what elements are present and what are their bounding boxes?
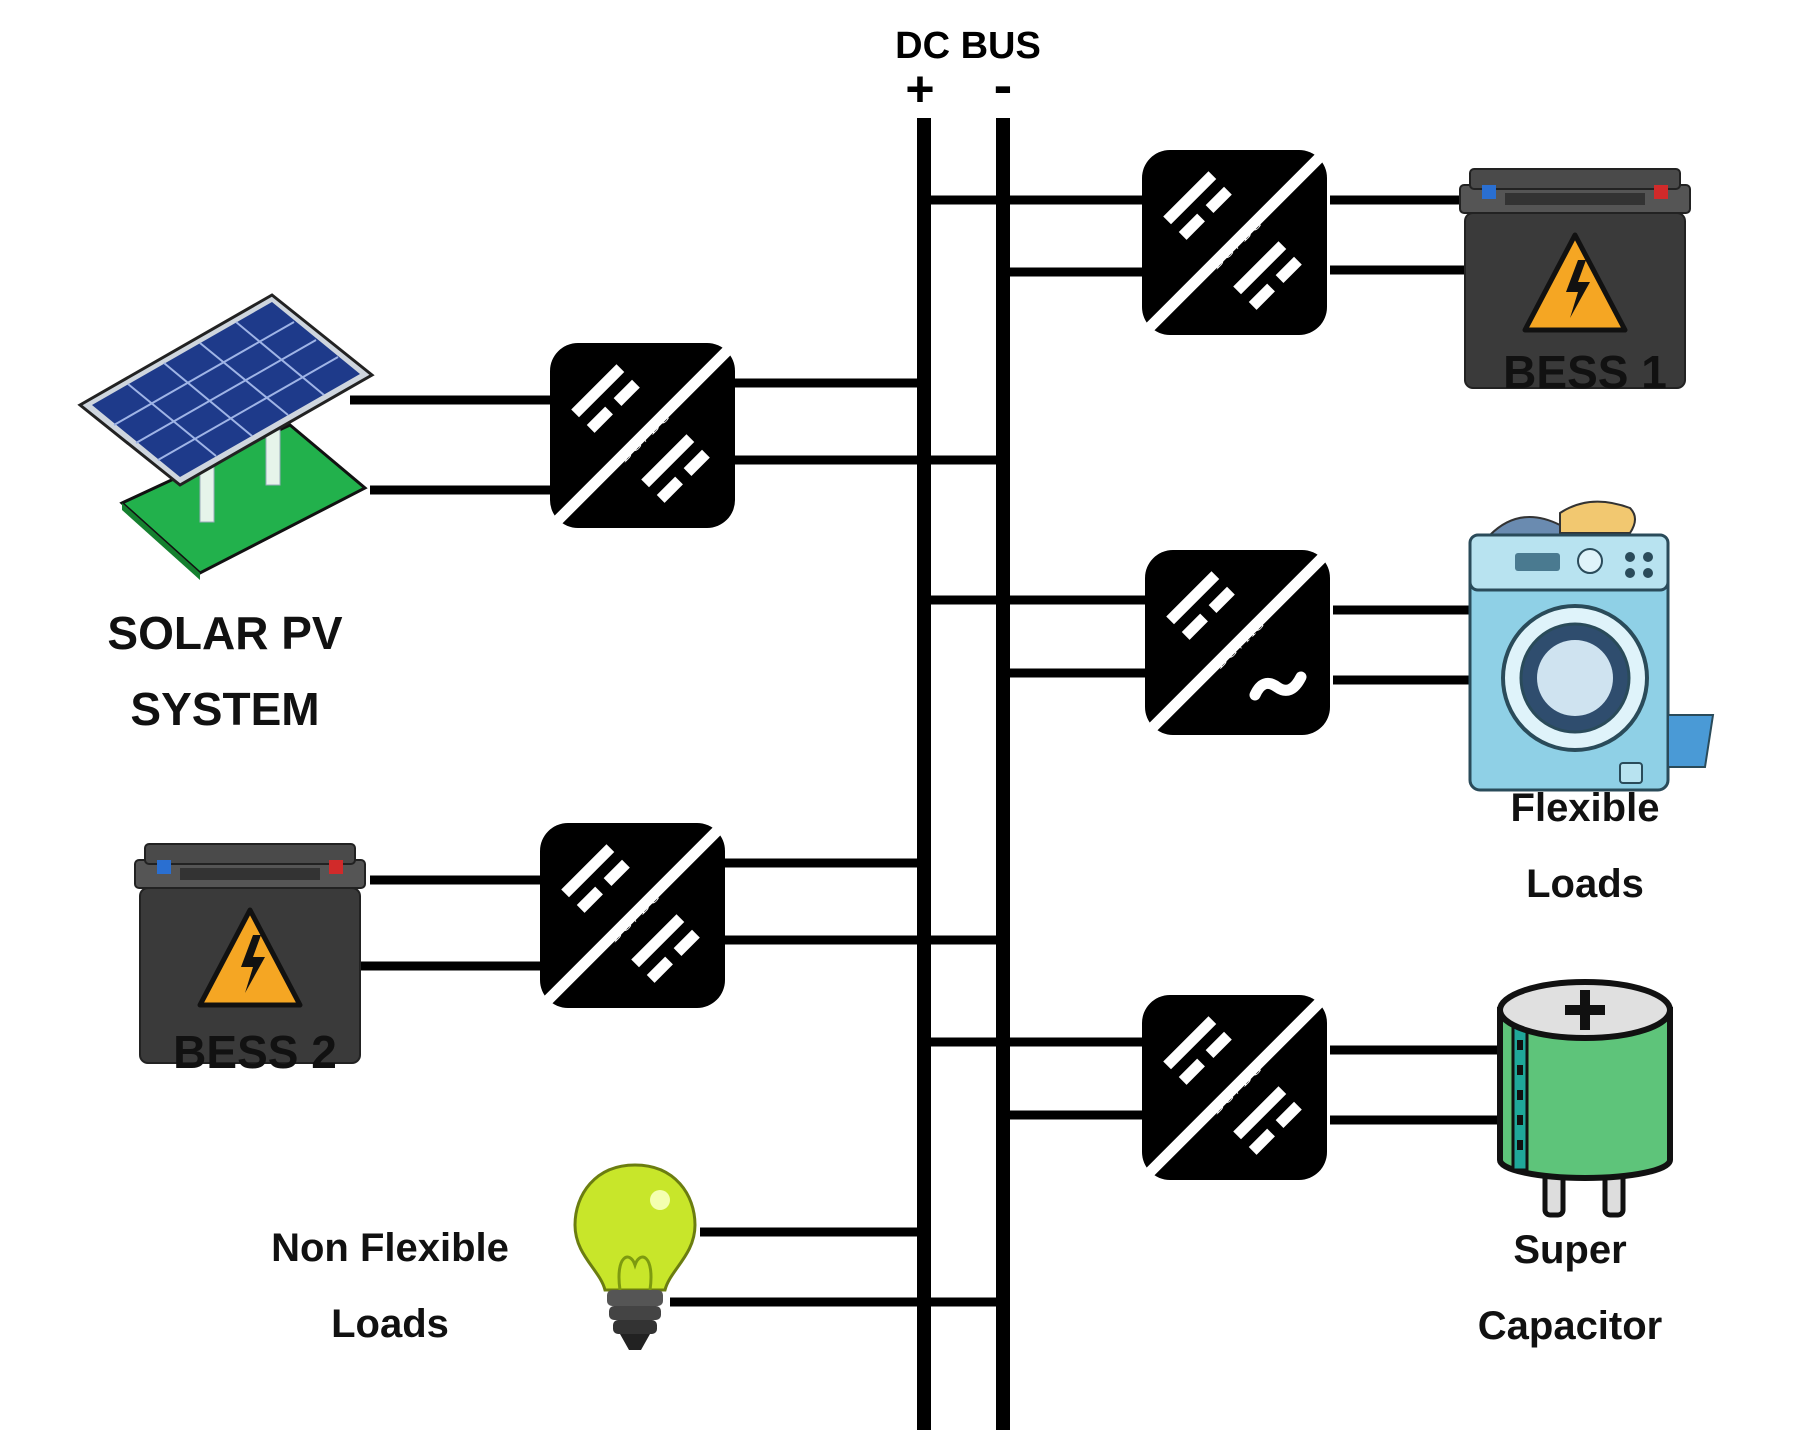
dc-bus-plus: +	[905, 61, 934, 117]
converter-supercap: DC / DC	[1137, 990, 1332, 1185]
light-bulb-icon	[573, 1163, 697, 1350]
flexible-label: Flexible Loads	[1470, 770, 1700, 922]
dc-bus-negative-line	[996, 118, 1010, 1430]
flexible-label-line2: Loads	[1526, 862, 1644, 906]
nonflex-label-line2: Loads	[331, 1302, 449, 1346]
converter-bess2: DC / DC	[535, 818, 730, 1013]
wires	[350, 195, 1500, 1307]
dc-bus-title: DC BUS	[895, 25, 1041, 67]
solar-label-line2: SYSTEM	[130, 683, 320, 735]
washing-machine-icon	[1468, 500, 1715, 792]
bess1-label: BESS 1	[1503, 346, 1667, 398]
converter-flexible: DC / AC	[1140, 545, 1335, 740]
ac-wave-icon	[1249, 671, 1307, 701]
supercap-label-line2: Capacitor	[1477, 1304, 1663, 1348]
flexible-label-line1: Flexible	[1510, 786, 1660, 830]
bess2-label: BESS 2	[173, 1026, 337, 1078]
battery-icon	[1459, 168, 1691, 389]
dc-bus-positive-line	[917, 118, 931, 1430]
solar-label-line1: SOLAR PV	[107, 607, 343, 659]
dc-bus-minus: -	[994, 53, 1013, 116]
battery-icon	[134, 843, 366, 1064]
nonflex-label: Non Flexible Loads	[235, 1210, 545, 1362]
nonflex-label-line1: Non Flexible	[271, 1226, 509, 1270]
converter-pv: DC / DC	[545, 338, 740, 533]
dc-bus: DC BUS + -	[895, 25, 1041, 1430]
supercapacitor-icon	[1497, 979, 1673, 1218]
converter-bess1: DC / DC	[1137, 145, 1332, 340]
solar-panel-icon	[77, 293, 375, 580]
supercap-label-line1: Super	[1513, 1228, 1627, 1272]
solar-label: SOLAR PV SYSTEM	[80, 595, 370, 747]
supercap-label: Super Capacitor	[1445, 1212, 1695, 1364]
